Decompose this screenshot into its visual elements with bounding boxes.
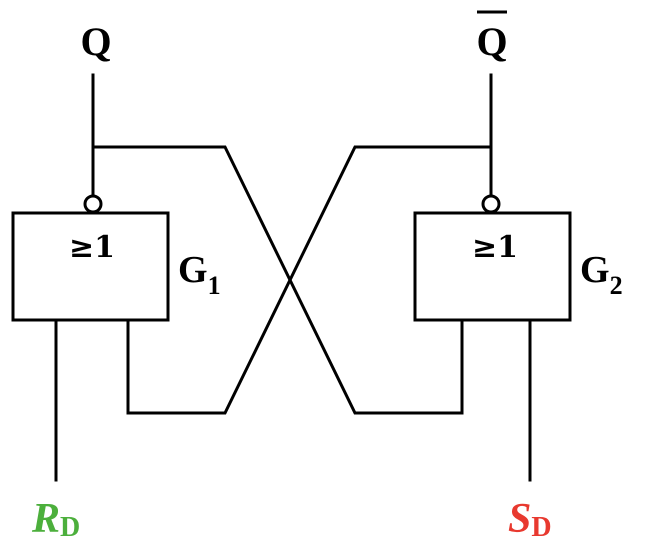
feedback-wire-q-to-g2 — [91, 145, 464, 415]
gate-g1-symbol: ≥1 — [69, 230, 115, 265]
gate-g2-label: G2 — [580, 249, 623, 300]
gate-g1-inversion-bubble — [83, 194, 103, 214]
reset-input-label: RD — [31, 496, 80, 543]
q-bar-output-label: Q — [476, 19, 507, 64]
gate-g2-inversion-bubble — [481, 194, 501, 214]
feedback-wire-qbar-to-g1 — [126, 145, 493, 415]
gate-g1-label: G1 — [178, 249, 221, 300]
gate-g1-box — [11, 211, 170, 322]
gate-g2-box — [413, 211, 572, 322]
gate-g2-symbol: ≥1 — [472, 230, 518, 265]
q-output-label: Q — [80, 19, 111, 64]
set-input-label: SD — [508, 496, 552, 543]
